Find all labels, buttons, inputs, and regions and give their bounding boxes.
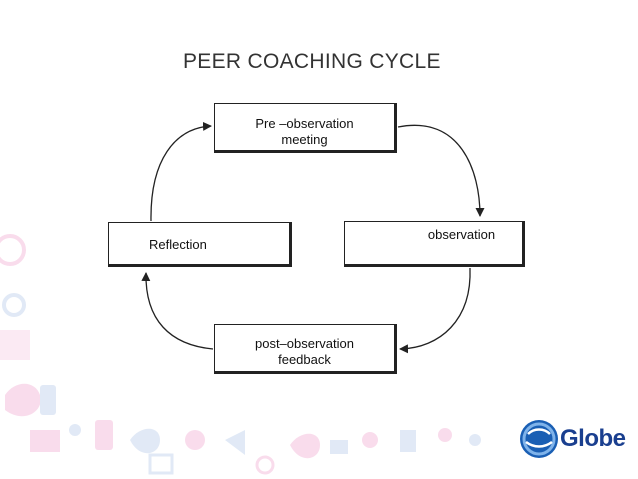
smile-icon [185, 430, 205, 450]
node-reflection: Reflection [108, 222, 292, 267]
arrow-observation-to-post [399, 267, 471, 354]
node-post-observation-feedback: post–observation feedback [214, 324, 397, 374]
node-label: Reflection [149, 237, 207, 252]
music-note-icon [438, 428, 452, 442]
arrow-reflection-to-pre [150, 121, 212, 222]
music-note-icon [69, 424, 81, 436]
node-label: Pre –observation [255, 116, 354, 131]
node-label: feedback [278, 352, 331, 367]
heart-icon [0, 234, 26, 266]
page-title: PEER COACHING CYCLE [183, 50, 441, 73]
home-icon [0, 330, 30, 360]
node-label: meeting [281, 132, 328, 147]
heart-icon [130, 428, 160, 454]
globe-logo-text: Globe [560, 425, 626, 452]
at-sign-icon [2, 293, 26, 317]
envelope-icon [30, 430, 60, 452]
node-label: observation [427, 227, 496, 242]
chat-icon [225, 430, 245, 455]
heart-icon [290, 433, 320, 459]
arrow-post-to-reflection [141, 272, 214, 350]
phone-icon [95, 420, 113, 450]
phone-icon [40, 385, 56, 415]
camera-icon [330, 440, 348, 454]
headphones-icon [255, 455, 275, 475]
node-label: post–observation [254, 336, 354, 351]
music-note-icon [469, 434, 481, 446]
heart-icon [5, 383, 41, 417]
node-pre-observation-meeting: Pre –observation meeting [214, 103, 397, 153]
phone-icon [400, 430, 416, 452]
arrow-pre-to-observation [397, 124, 485, 217]
film-icon [148, 453, 174, 475]
smile-icon [362, 432, 378, 448]
globe-logo-icon [520, 420, 558, 458]
node-observation: observation [344, 221, 525, 267]
